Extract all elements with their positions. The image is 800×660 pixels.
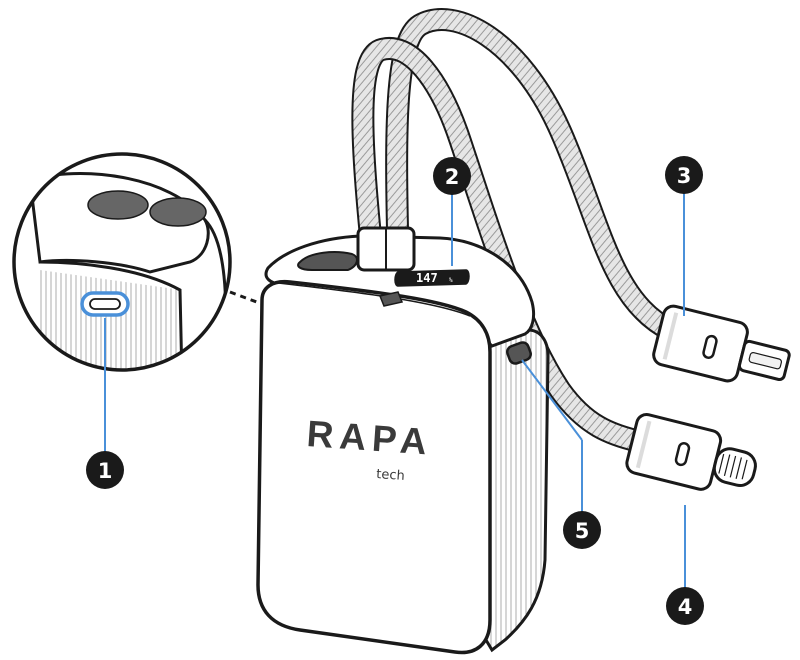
brand-sub: tech bbox=[376, 467, 405, 484]
callout-number: 2 bbox=[445, 165, 460, 189]
power-button bbox=[378, 291, 404, 307]
callout-number: 1 bbox=[98, 459, 113, 483]
lightning-cable bbox=[351, 37, 654, 454]
zoom-dashed-connector bbox=[229, 290, 263, 306]
zoom-inset bbox=[12, 152, 232, 372]
callout-1: 1 bbox=[86, 451, 124, 489]
display-unit: % bbox=[449, 277, 453, 284]
display-reading: 147 bbox=[416, 271, 438, 285]
callout-number: 5 bbox=[575, 519, 590, 543]
callout-number: 3 bbox=[677, 164, 692, 188]
lightning-connector bbox=[625, 413, 757, 491]
usb-c-cable bbox=[385, 8, 682, 342]
callout-4: 4 bbox=[666, 587, 704, 625]
led-display: 147 % bbox=[394, 269, 470, 287]
usb-c-connector bbox=[652, 304, 791, 383]
brand-logo: RAPA tech bbox=[305, 413, 434, 484]
callout-2: 2 bbox=[433, 157, 471, 195]
callout-line-5a bbox=[521, 359, 583, 441]
callout-5: 5 bbox=[563, 511, 601, 549]
brand-name: RAPA bbox=[305, 413, 434, 463]
callout-3: 3 bbox=[665, 156, 703, 194]
callout-number: 4 bbox=[678, 595, 693, 619]
callout-lines bbox=[104, 190, 686, 590]
power-bank-body: 147 % RAPA tech bbox=[256, 226, 550, 655]
